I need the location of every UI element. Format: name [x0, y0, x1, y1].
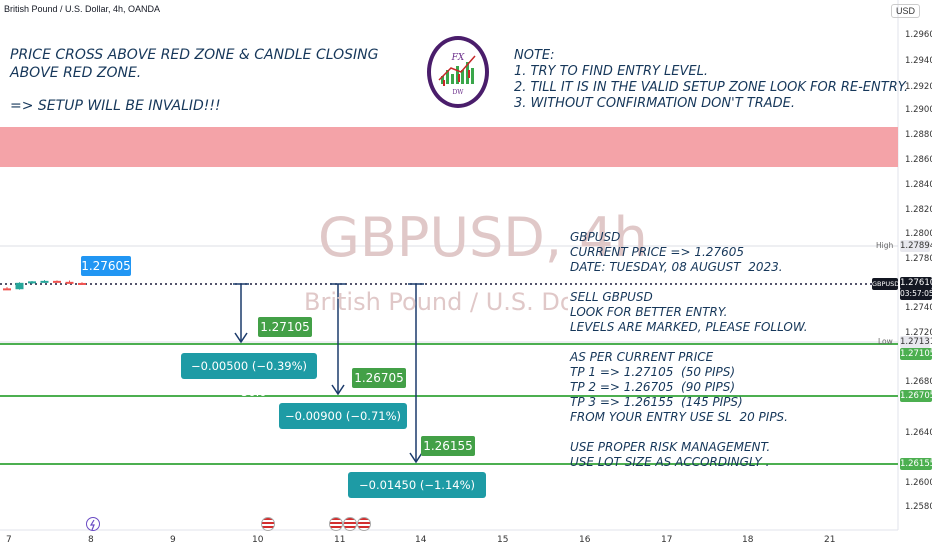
candle-body[interactable]	[53, 280, 61, 283]
price-tick: 1.26800	[905, 377, 932, 387]
time-tick: 7	[6, 535, 12, 545]
time-tick: 8	[88, 535, 94, 545]
info-lot: USE LOT SIZE AS ACCORDINGLY .	[570, 455, 770, 469]
price-tick: 1.28800	[905, 130, 932, 140]
info-tp3: TP 3 => 1.26155 (145 PIPS)	[570, 395, 743, 409]
low-tag: 1.27131	[900, 336, 932, 348]
logo: FX DW	[427, 36, 489, 108]
info-better-entry: LOOK FOR BETTER ENTRY.	[570, 305, 728, 319]
low-tag-label: Low	[878, 337, 893, 346]
svg-text:FX: FX	[451, 53, 465, 63]
us-flag-icon[interactable]	[357, 517, 371, 531]
price-tick: 1.27800	[905, 254, 932, 264]
logo-emblem: FX DW	[438, 53, 476, 96]
tp2-tag: 1.26705	[900, 390, 932, 402]
invalid-note-line2: ABOVE RED ZONE.	[10, 65, 142, 81]
countdown-tag: 03:57:05	[900, 288, 932, 300]
info-risk: USE PROPER RISK MANAGEMENT.	[570, 440, 771, 454]
price-tick: 1.28200	[905, 205, 932, 215]
tp3-label: 1.26155	[421, 436, 475, 456]
watermark-name: British Pound / U.S. Dollar	[304, 288, 568, 316]
watermark-ticker: GBPUSD, 4h	[318, 206, 648, 269]
note-line3: 3. WITHOUT CONFIRMATION DON'T TRADE.	[514, 96, 796, 111]
tp3-tag: 1.26155	[900, 458, 932, 470]
info-sell: SELL GBPUSD	[570, 290, 653, 304]
price-tick: 1.26400	[905, 428, 932, 438]
tp2-label: 1.26705	[352, 368, 406, 388]
candle-body[interactable]	[65, 281, 74, 284]
lightning-icon[interactable]	[86, 517, 100, 531]
invalid-note-line1: PRICE CROSS ABOVE RED ZONE & CANDLE CLOS…	[10, 47, 379, 63]
candles	[3, 280, 86, 291]
note-line1: 1. TRY TO FIND ENTRY LEVEL.	[514, 64, 708, 79]
candle-body[interactable]	[15, 282, 24, 290]
price-tick: 1.28000	[905, 229, 932, 239]
svg-text:DW: DW	[453, 89, 465, 96]
time-tick: 10	[252, 535, 264, 545]
candle-body[interactable]	[3, 288, 11, 291]
time-tick: 16	[579, 535, 591, 545]
price-tick: 1.26000	[905, 478, 932, 488]
time-tick: 9	[170, 535, 176, 545]
info-levels: LEVELS ARE MARKED, PLEASE FOLLOW.	[570, 320, 808, 334]
price-tick: 1.25800	[905, 502, 932, 512]
candle-body[interactable]	[40, 280, 49, 283]
price-tick: 1.29000	[905, 105, 932, 115]
price-tick: 1.28600	[905, 155, 932, 165]
last-price-tag: 1.27610	[900, 277, 932, 289]
info-symbol: GBPUSD	[570, 230, 621, 244]
time-tick: 18	[742, 535, 754, 545]
info-sl: FROM YOUR ENTRY USE SL 20 PIPS.	[570, 410, 788, 424]
candle-body[interactable]	[78, 282, 86, 285]
time-tick: 17	[661, 535, 673, 545]
current-price-label: 1.27605	[81, 256, 131, 276]
price-tick: 1.27200	[905, 328, 932, 338]
tp1-tag: 1.27105	[900, 348, 932, 360]
us-flag-icon[interactable]	[261, 517, 275, 531]
measure-tp1: −0.00500 (−0.39%) −50.0	[181, 353, 317, 399]
us-flag-icon[interactable]	[343, 517, 357, 531]
symbol-title: British Pound / U.S. Dollar, 4h, OANDA	[4, 4, 161, 14]
time-tick: 14	[415, 535, 427, 545]
candle-body[interactable]	[28, 281, 36, 284]
tp1-label: 1.27105	[258, 317, 312, 337]
time-tick: 11	[334, 535, 346, 545]
price-tick: 1.29400	[905, 56, 932, 66]
time-tick: 21	[824, 535, 836, 545]
measure-tp2: −0.00900 (−0.71%) −90.0	[279, 403, 407, 449]
price-tick: 1.27400	[905, 303, 932, 313]
info-as-per: AS PER CURRENT PRICE	[570, 350, 714, 364]
info-tp1: TP 1 => 1.27105 (50 PIPS)	[570, 365, 736, 379]
us-flag-icon[interactable]	[329, 517, 343, 531]
high-tag: 1.27894	[900, 240, 932, 252]
note-line2: 2. TILL IT IS IN THE VALID SETUP ZONE LO…	[514, 80, 909, 95]
red-zone	[0, 127, 898, 167]
invalid-note-line3: => SETUP WILL BE INVALID!!!	[10, 98, 221, 114]
note-title: NOTE:	[514, 48, 555, 63]
price-tick: 1.29200	[905, 82, 932, 92]
time-tick: 15	[497, 535, 509, 545]
price-tick: 1.29600	[905, 30, 932, 40]
currency-badge[interactable]: USD	[890, 4, 920, 18]
info-current-price: CURRENT PRICE => 1.27605	[570, 245, 744, 259]
info-tp2: TP 2 => 1.26705 (90 PIPS)	[570, 380, 736, 394]
symbol-tag: GBPUSD	[872, 278, 900, 290]
info-date: DATE: TUESDAY, 08 AUGUST 2023.	[570, 260, 783, 274]
measure-tp3: −0.01450 (−1.14%) −145.0	[348, 472, 486, 518]
price-tick: 1.28400	[905, 180, 932, 190]
high-tag-label: High	[876, 241, 894, 250]
